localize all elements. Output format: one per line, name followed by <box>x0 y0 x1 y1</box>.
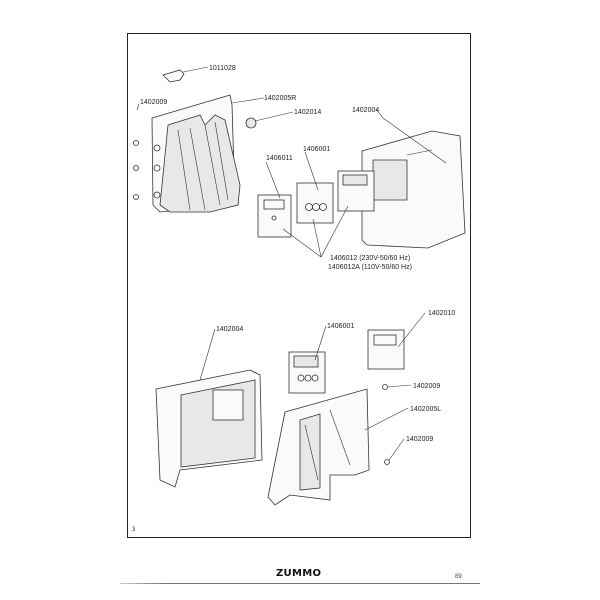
label-1406011: 1406011 <box>266 155 293 162</box>
zummo-logo: ZUMMO <box>276 568 322 579</box>
part-1406011 <box>257 161 292 238</box>
part-1402009-bottom-a <box>382 384 412 390</box>
label-1402005L: 1402005L <box>410 406 441 413</box>
part-1402010 <box>367 312 426 370</box>
part-1402005R <box>151 94 265 213</box>
label-1402004-bottom: 1402004 <box>216 326 243 333</box>
label-1406001-bottom: 1406001 <box>327 323 354 330</box>
label-1402005R: 1402005R <box>264 95 296 102</box>
footer-divider <box>120 583 480 584</box>
label-1402004-top: 1402004 <box>352 107 379 114</box>
part-1402004-top <box>361 108 466 249</box>
label-1402009-a: 1402009 <box>413 383 440 390</box>
part-1402014 <box>245 111 294 129</box>
label-1402009-top: 1402009 <box>140 99 167 106</box>
part-1402009-bottom-b <box>384 438 405 465</box>
label-1406012: 1406012 (230V-50/60 Hz) <box>330 255 410 262</box>
label-1406001-top: 1406001 <box>303 146 330 153</box>
part-1402005L <box>267 388 409 506</box>
part-1011028 <box>162 66 209 83</box>
part-1402009-screws <box>133 103 140 200</box>
label-1011028: 1011028 <box>209 65 236 72</box>
part-1402004-bottom <box>155 328 263 488</box>
label-1402014: 1402014 <box>294 109 321 116</box>
part-1406012 <box>282 170 375 258</box>
figure-frame <box>127 33 471 538</box>
part-1406001-bottom <box>288 325 327 394</box>
part-1406001-top <box>296 151 334 224</box>
page-number: 89 <box>455 574 462 580</box>
label-1406012A: 1406012A (110V-50/60 Hz) <box>328 264 412 271</box>
label-1402010: 1402010 <box>428 310 455 317</box>
label-1402009-b: 1402009 <box>406 436 433 443</box>
figure-number: 3 <box>132 527 136 533</box>
